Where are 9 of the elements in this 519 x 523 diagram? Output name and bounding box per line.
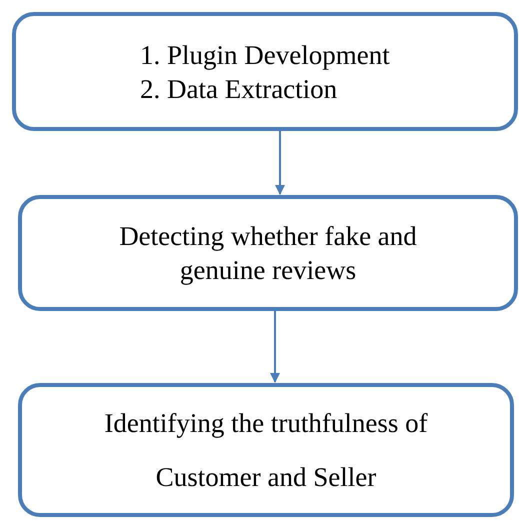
box-text: 2. Data Extraction [140,72,338,106]
arrow [275,131,285,195]
box-text: Identifying the truthfulness of Customer and Seller [103,407,429,494]
box-text: Detecting whether fake and genuine reviews [118,220,418,287]
process-box [12,12,518,131]
box-text: 1. Plugin Development [140,38,390,72]
process-box [18,383,514,517]
arrow [270,311,280,383]
process-box [18,195,518,311]
